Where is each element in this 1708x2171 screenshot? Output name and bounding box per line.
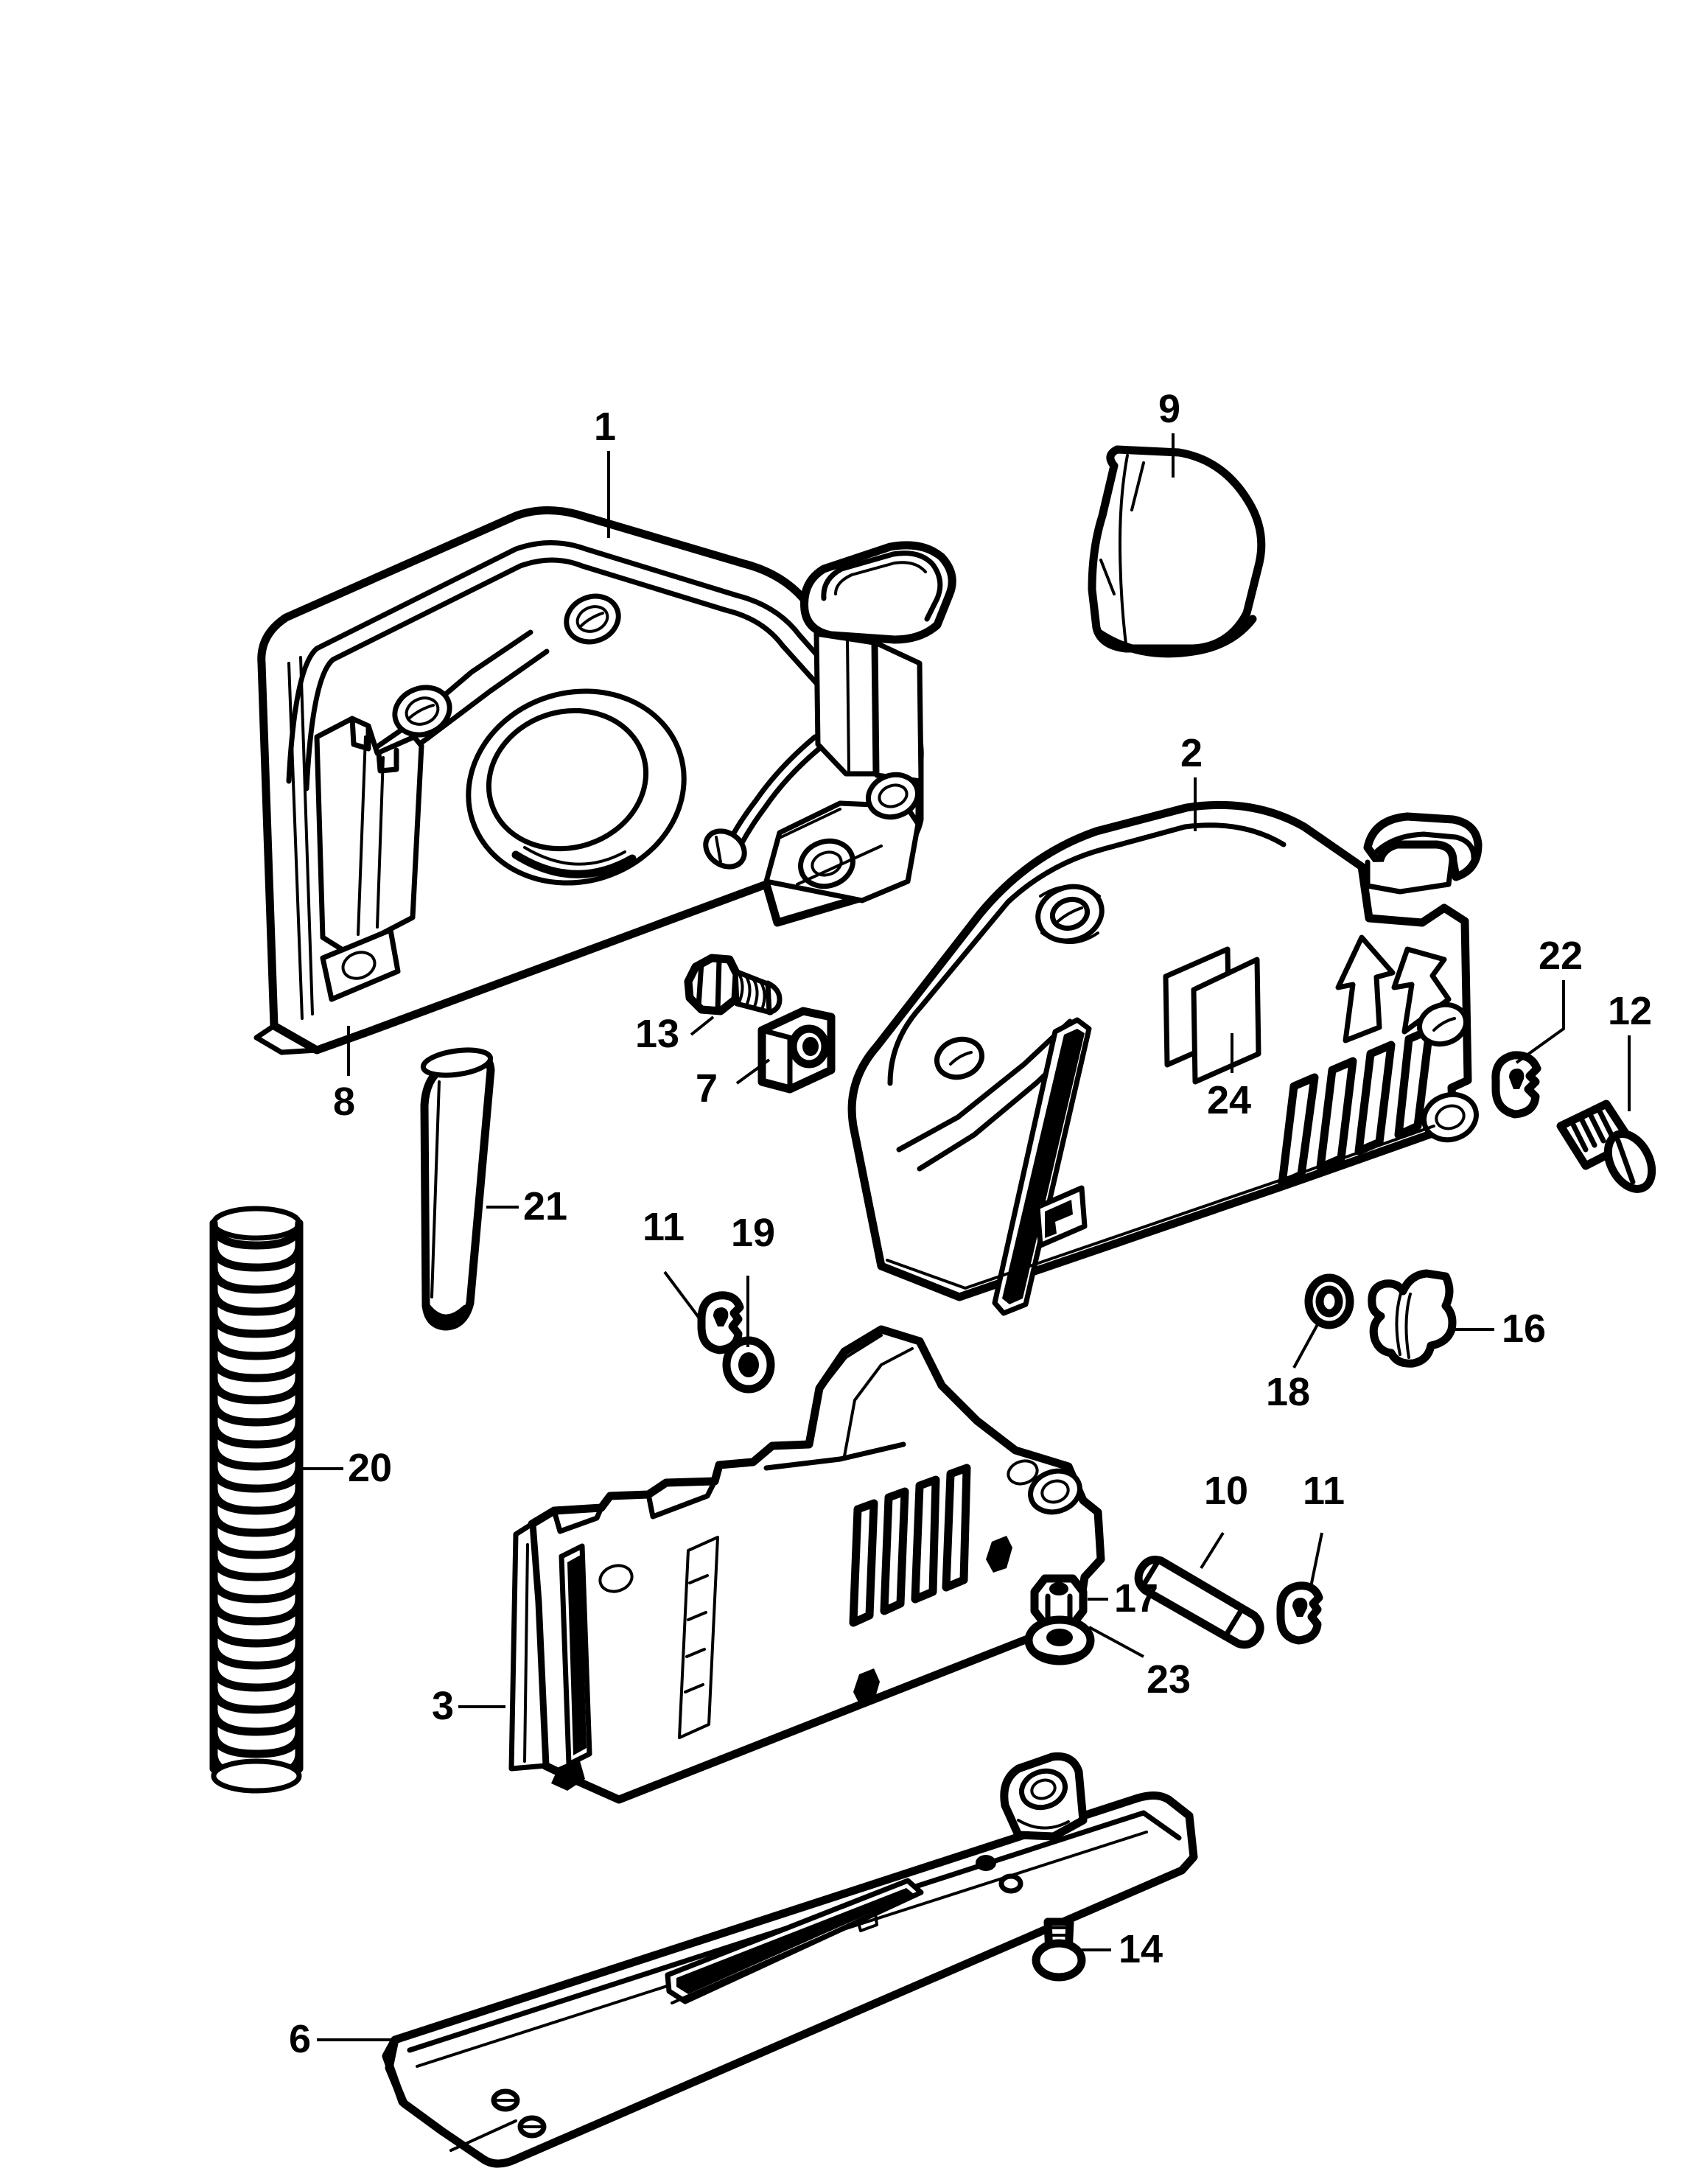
callout-7: 7	[696, 1066, 718, 1111]
part-6-base-shoe-plate	[382, 1752, 1198, 2168]
callout-6: 6	[289, 2017, 312, 2061]
callout-9: 9	[1158, 387, 1181, 431]
part-10-pivot-pin	[1134, 1556, 1264, 1649]
callout-22: 22	[1539, 934, 1583, 978]
part-7-square-nut	[757, 1007, 836, 1094]
callout-10: 10	[1204, 1469, 1249, 1513]
leader-lines	[299, 433, 1631, 2041]
part-13-hex-flange-bolt	[684, 954, 783, 1015]
part-22-e-clip-right	[1491, 1051, 1541, 1119]
part-16-star-knob	[1368, 1269, 1457, 1368]
callout-24: 24	[1207, 1078, 1252, 1122]
callout-1: 1	[594, 405, 617, 449]
callout-13: 13	[635, 1012, 680, 1056]
callout-14: 14	[1119, 1927, 1163, 1971]
callout-21: 21	[523, 1184, 568, 1228]
part-18-washer	[1304, 1273, 1354, 1329]
callout-17: 17	[1114, 1576, 1159, 1621]
part-11-e-clip-left	[697, 1291, 744, 1354]
callout-2: 2	[1180, 731, 1203, 775]
callout-19: 19	[731, 1211, 776, 1255]
part-17-hex-nut	[1030, 1574, 1088, 1629]
callout-3: 3	[432, 1684, 455, 1728]
part-2-blade-guard-cover	[847, 800, 1483, 1316]
callout-20: 20	[348, 1446, 393, 1490]
part-19-washer	[722, 1336, 775, 1394]
part-23-washer	[1024, 1615, 1095, 1665]
part-3-lower-guard-body	[508, 1325, 1105, 1804]
callout-23: 23	[1147, 1657, 1191, 1702]
part-20-coil-spring	[209, 1206, 304, 1794]
part-12-slotted-screw	[1556, 1100, 1656, 1193]
callout-11-right: 11	[1303, 1469, 1345, 1513]
callout-11-left: 11	[643, 1205, 685, 1249]
callout-12: 12	[1608, 989, 1653, 1033]
part-1-upper-guard-housing	[253, 506, 956, 1055]
callout-8: 8	[333, 1080, 356, 1124]
callout-16: 16	[1502, 1307, 1547, 1351]
part-21-guide-rod	[420, 1047, 495, 1331]
callout-18: 18	[1266, 1370, 1311, 1414]
part-14-small-screw	[1032, 1917, 1086, 1982]
part-9-rubber-boot	[1088, 445, 1266, 658]
part-11-e-clip-right	[1276, 1581, 1323, 1645]
